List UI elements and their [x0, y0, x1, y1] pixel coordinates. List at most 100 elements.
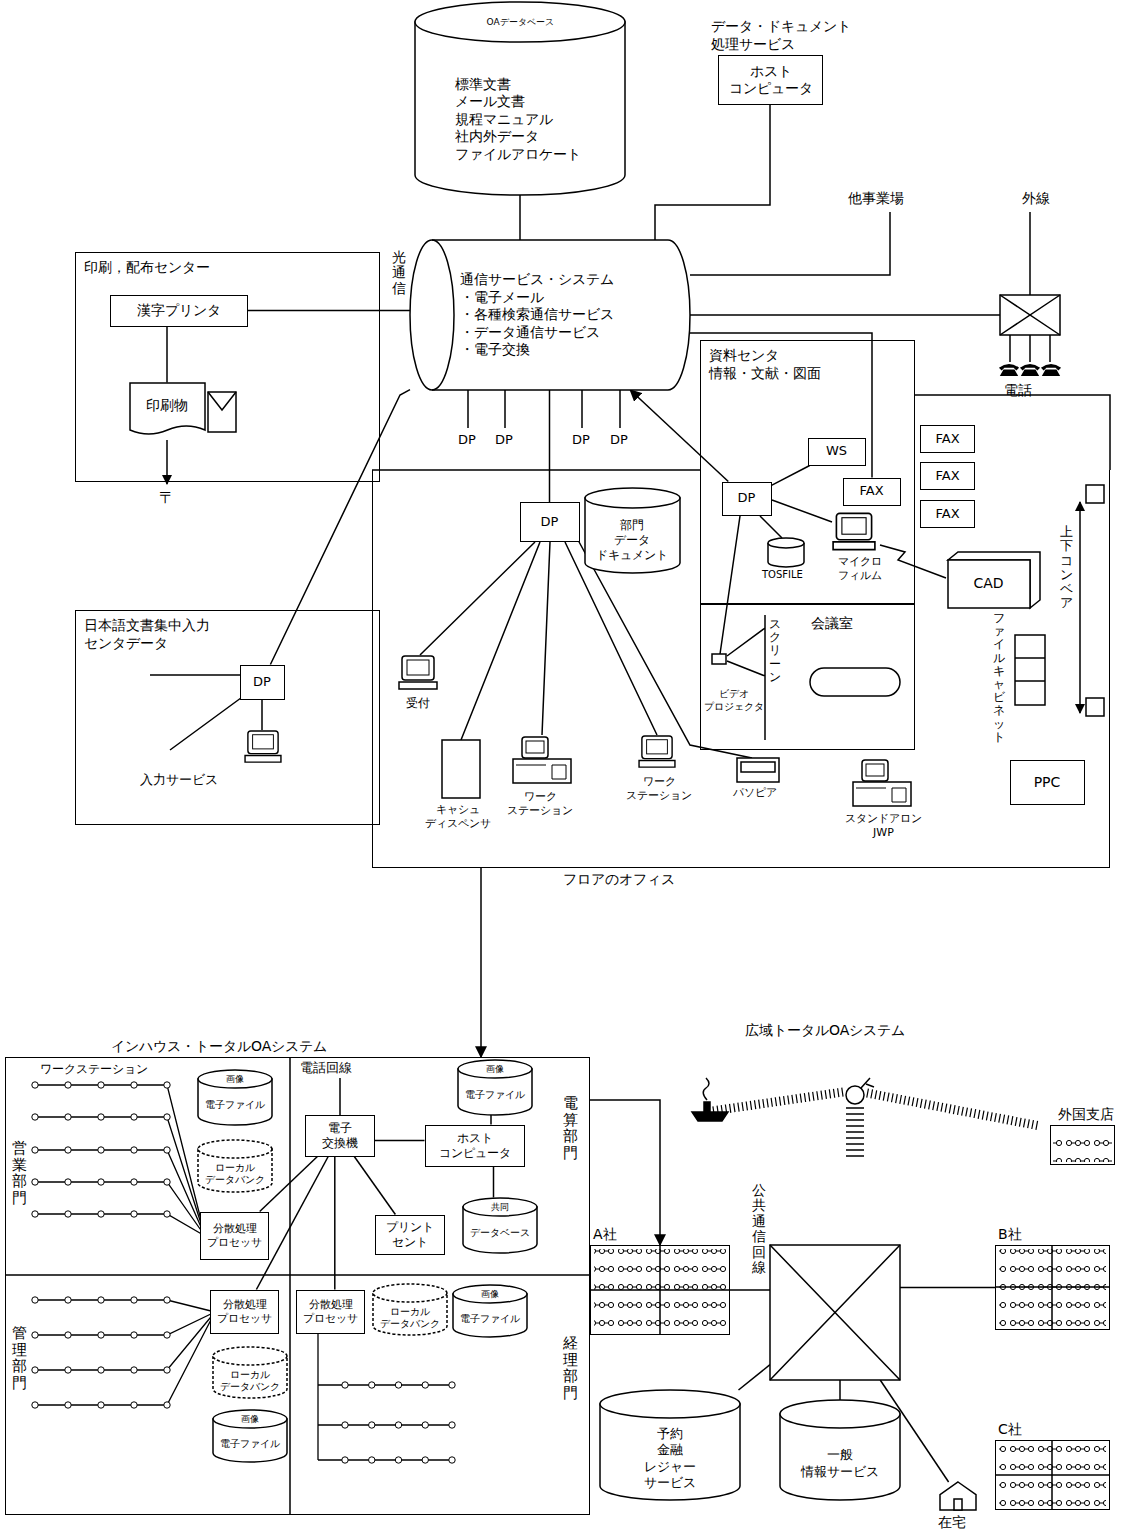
ellipse-art — [780, 1400, 900, 1428]
text-label: 日本語文書集中入力 センタデータ — [84, 617, 210, 652]
text-label: 分散処理 プロセッサ — [303, 1298, 358, 1326]
text-word: 電子 — [328, 1121, 352, 1135]
connector — [480, 868, 482, 1057]
path-art — [770, 1245, 900, 1380]
database-cylinder: ローカル データバンク — [198, 1140, 272, 1192]
workstation-dot — [164, 1114, 170, 1120]
workstation-chain — [35, 1085, 205, 1236]
text-label: 受付 — [406, 696, 430, 711]
comm-system-drum: 光通信通信サービス・システム・電子メール・各種検索通信サービス・データ通信サービ… — [410, 240, 690, 390]
text-label: ・データ通信サービス — [460, 324, 600, 342]
database-cylinder: 画像電子ファイル — [453, 1285, 527, 1337]
connector — [270, 390, 410, 665]
workstation-dot — [342, 1382, 348, 1388]
path-art — [940, 1482, 976, 1510]
process-box: FAX — [920, 500, 975, 528]
database-cylinder: 予約 金融レジャー サービス — [600, 1390, 740, 1500]
text-label: 予約 金融 — [657, 1426, 683, 1459]
text-label: ワーク ステーション — [507, 790, 573, 818]
path-art — [372, 395, 1110, 470]
text-word: データバンク — [205, 1174, 265, 1185]
text-word: ワーク — [643, 775, 676, 788]
text-label: 画像 — [453, 1285, 527, 1303]
connector — [490, 1115, 492, 1125]
text-label: 電算部門 — [563, 1095, 578, 1161]
rect-art — [1086, 698, 1104, 716]
text-label: PPC — [1034, 774, 1061, 792]
path-art — [692, 1102, 728, 1121]
text-word: 日本語文書集中入力 — [84, 617, 210, 633]
workstation-dot — [449, 1422, 455, 1428]
text-label: ホスト コンピュータ — [439, 1131, 511, 1161]
ellipse-art — [198, 1140, 272, 1158]
workstation-dot — [32, 1179, 38, 1185]
connector — [690, 333, 872, 478]
text-label: 電子ファイル — [465, 1089, 525, 1102]
path-art — [861, 1078, 874, 1088]
connector — [839, 1380, 841, 1400]
connector — [493, 1167, 495, 1198]
workstation-chain — [318, 1384, 452, 1385]
process-box: WS — [808, 438, 866, 466]
rect-art — [1053, 1128, 1112, 1162]
workstation-dot — [131, 1402, 137, 1408]
text-label: 共同 — [463, 1198, 537, 1216]
database-cylinder: 共同データベース — [463, 1198, 537, 1253]
workstation-chain — [35, 1300, 215, 1312]
process-box: 分散処理 プロセッサ — [210, 1290, 279, 1334]
workstation-dot — [32, 1114, 38, 1120]
process-box: DP — [240, 665, 285, 700]
workstation-dot — [65, 1179, 71, 1185]
workstation-dot — [65, 1147, 71, 1153]
workstation-dot — [131, 1211, 137, 1217]
text-label: スタンドアロン JWP — [845, 812, 922, 840]
text-label: 電子 交換機 — [322, 1121, 358, 1151]
workstation-dot — [98, 1082, 104, 1088]
ellipse-art — [198, 1070, 272, 1088]
workstation-dot — [32, 1367, 38, 1373]
use-art — [513, 737, 571, 783]
path-art — [5, 1057, 590, 1515]
text-label: 漢字プリンタ — [137, 302, 221, 320]
text-word: データバンク — [380, 1318, 440, 1329]
workstation-dot — [65, 1114, 71, 1120]
connector — [730, 1289, 770, 1291]
path-art — [420, 500, 832, 758]
group-box: 資料センタ情報・文献・図面WSDPFAX — [700, 340, 915, 604]
text-label: 画像 — [458, 1060, 532, 1078]
workstation-dot — [65, 1332, 71, 1338]
workstation-dot — [65, 1211, 71, 1217]
text-word: ホスト — [750, 63, 792, 79]
process-box: FAX — [843, 478, 901, 506]
text-word: ローカル — [390, 1306, 430, 1317]
group-box: C社 — [995, 1440, 1110, 1510]
text-word: データ — [614, 533, 650, 547]
database-cylinder: 部門 データドキュメント — [585, 488, 680, 573]
workstation-dot — [131, 1332, 137, 1338]
workstation-dot — [32, 1332, 38, 1338]
workstation-chain — [35, 1312, 215, 1405]
text-label: ・各種検索通信サービス — [460, 306, 614, 324]
text-word: 部門 — [620, 518, 644, 532]
workstation-dot — [342, 1457, 348, 1463]
text-label: 外国支店 — [1058, 1106, 1114, 1124]
use-art — [833, 513, 875, 549]
text-label: データ・ドキュメント 処理サービス — [711, 18, 851, 53]
workstation-dot — [131, 1367, 137, 1373]
workstation-dot — [395, 1382, 401, 1388]
connector — [630, 390, 728, 482]
text-label: 会議室 — [811, 615, 853, 633]
text-label: DP — [610, 432, 628, 448]
group-box: インハウス・トータルOAシステム画像電子ファイルローカル データバンク分散処理 … — [5, 1057, 590, 1515]
text-label: 経理部門 — [563, 1335, 578, 1401]
text-word: 情報サービス — [801, 1464, 879, 1479]
ellipse-art — [585, 488, 680, 508]
text-word: プロセッサ — [303, 1312, 358, 1325]
use-art — [853, 760, 911, 806]
text-label: 在宅 — [938, 1514, 966, 1532]
text-label: 画像 — [213, 1410, 287, 1428]
text-label: 〒 — [159, 488, 175, 508]
text-label: 広域トータルOAシステム — [745, 1022, 905, 1040]
path-art — [727, 615, 765, 740]
text-label: 印刷物 — [146, 397, 188, 415]
